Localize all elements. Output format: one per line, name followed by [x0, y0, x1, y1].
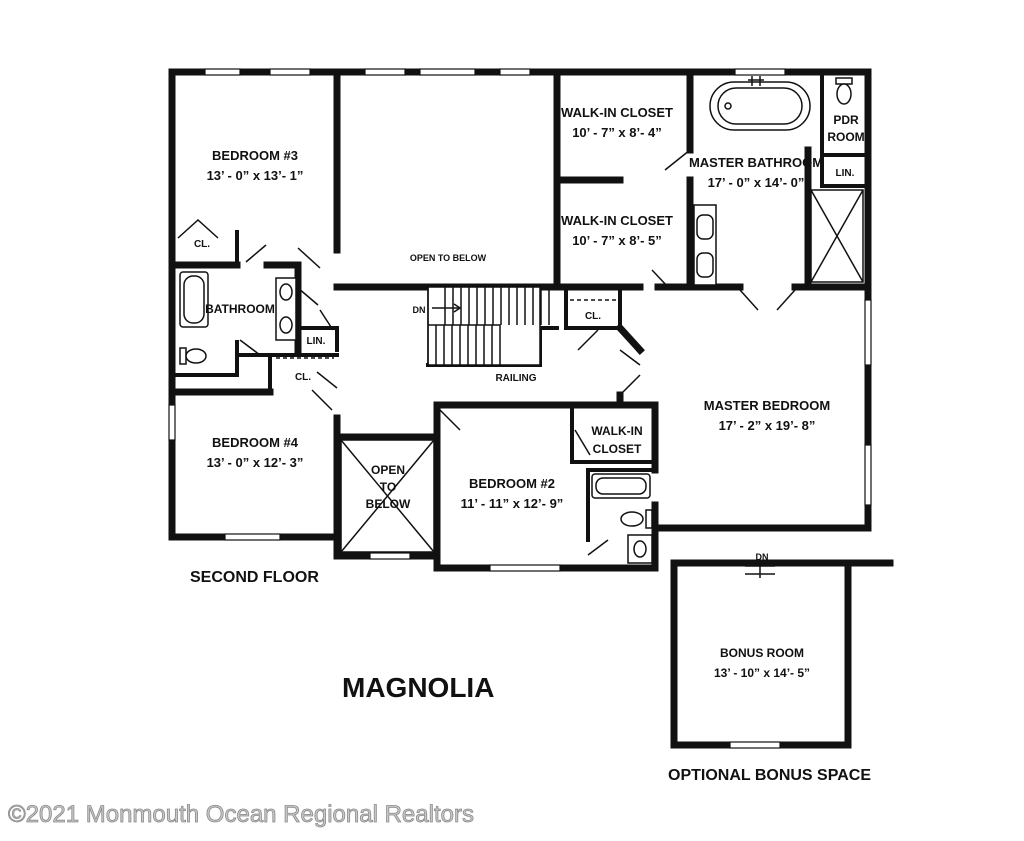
closet-label: CL.: [295, 372, 311, 383]
down-label: DN: [413, 305, 426, 315]
walk-in-closet-3-line1: WALK-IN: [591, 424, 642, 438]
watermark: ©2021 Monmouth Ocean Regional Realtors: [8, 801, 474, 828]
master-bathroom-dims: 17’ - 0” x 14’- 0”: [708, 175, 805, 190]
master-bedroom-dims: 17’ - 2” x 19’- 8”: [719, 418, 816, 433]
open-to-below-line2: TO: [380, 480, 396, 494]
bedroom-2-name: BEDROOM #2: [469, 476, 555, 491]
down-label: DN: [756, 552, 769, 562]
bedroom-3-dims: 13’ - 0” x 13’- 1”: [207, 168, 304, 183]
optional-title: OPTIONAL BONUS SPACE: [668, 767, 871, 784]
walk-in-closet-3-line2: CLOSET: [593, 442, 642, 456]
windows: [168, 68, 872, 749]
fixtures: [179, 76, 864, 564]
closet-label: CL.: [194, 239, 210, 250]
sink-icon: [279, 283, 293, 301]
open-to-below-line1: OPEN: [371, 463, 405, 477]
linen-label: LIN.: [836, 168, 855, 179]
bathroom-name: BATHROOM: [205, 302, 275, 316]
toilet-icon: [179, 347, 187, 365]
walk-in-closet-2-dims: 10’ - 7” x 8’- 5”: [572, 233, 662, 248]
open-to-below-label: OPEN TO BELOW: [410, 253, 487, 263]
floor-title: SECOND FLOOR: [190, 569, 319, 586]
staircase: [427, 286, 775, 578]
toilet-icon: [645, 509, 653, 529]
walk-in-closet-2-name: WALK-IN CLOSET: [561, 213, 673, 228]
plan-name: MAGNOLIA: [342, 672, 494, 703]
bedroom-3-name: BEDROOM #3: [212, 148, 298, 163]
titles: SECOND FLOOR OPTIONAL BONUS SPACE MAGNOL…: [190, 569, 871, 784]
master-bathroom-name: MASTER BATHROOM: [689, 155, 823, 170]
toilet-icon: [835, 77, 853, 85]
sink-icon: [696, 214, 714, 240]
walk-in-closet-1-name: WALK-IN CLOSET: [561, 105, 673, 120]
master-bedroom-name: MASTER BEDROOM: [704, 398, 830, 413]
doors: [177, 149, 796, 556]
bonus-room-name: BONUS ROOM: [720, 646, 804, 660]
linen-label: LIN.: [307, 336, 326, 347]
bedroom-4-name: BEDROOM #4: [212, 435, 299, 450]
closet-label: CL.: [585, 311, 601, 322]
sink-icon: [279, 316, 293, 334]
open-to-below-line3: BELOW: [366, 497, 411, 511]
railing-label: RAILING: [495, 373, 536, 384]
sink-icon: [633, 540, 647, 558]
bedroom-4-dims: 13’ - 0” x 12’- 3”: [207, 455, 304, 470]
small-labels: CL. CL. CL. LIN. LIN. DN DN RAILING OPEN…: [194, 168, 855, 562]
bedroom-2-dims: 11’ - 11” x 12’- 9”: [461, 496, 564, 511]
pdr-room-line1: PDR: [833, 113, 859, 127]
bonus-room-dims: 13’ - 10” x 14’- 5”: [714, 666, 810, 680]
sink-icon: [696, 252, 714, 278]
walk-in-closet-1-dims: 10’ - 7” x 8’- 4”: [572, 125, 662, 140]
room-labels: BEDROOM #3 13’ - 0” x 13’- 1” BEDROOM #4…: [205, 105, 865, 680]
pdr-room-line2: ROOM: [827, 130, 864, 144]
